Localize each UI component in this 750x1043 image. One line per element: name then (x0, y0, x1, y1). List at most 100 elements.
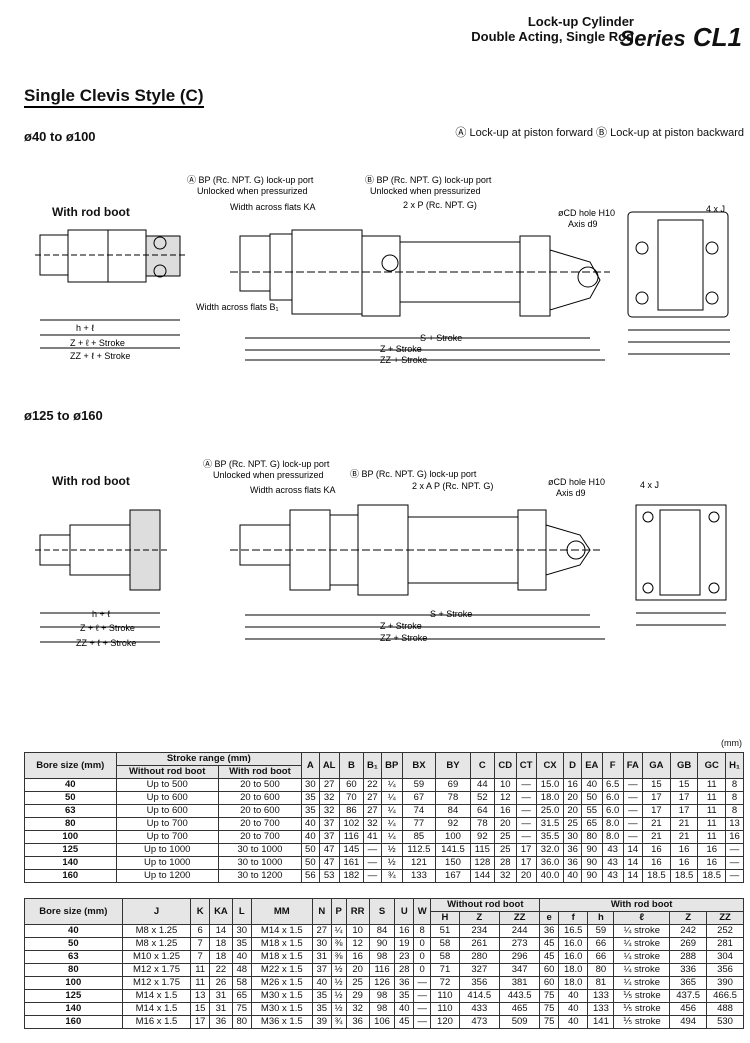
table-cell: 14 (208, 924, 233, 938)
table-cell: 20 (345, 963, 370, 977)
table-cell: 25 (563, 817, 582, 831)
table-cell: — (622, 778, 644, 792)
legend: Ⓐ Lock-up at piston forward Ⓑ Lock-up at… (455, 127, 744, 139)
table-cell: 98 (368, 1002, 396, 1016)
table-cell: — (515, 778, 537, 792)
header-line1: Lock-up Cylinder (527, 14, 634, 29)
table-cell: Up to 600 (115, 791, 219, 805)
table-cell: 12 (493, 791, 517, 805)
table-cell: 414.5 (458, 989, 500, 1003)
table-cell: 36 (394, 976, 415, 990)
table-cell: 40 (311, 976, 332, 990)
table-cell: 14 (622, 869, 644, 883)
table-cell: 78 (469, 817, 495, 831)
table-cell: 21 (669, 817, 699, 831)
table-cell: 40 (301, 830, 320, 844)
hl-label-2: h + ℓ (92, 609, 111, 619)
table-header: RR (345, 898, 370, 925)
table-cell: ⅜ (330, 950, 347, 964)
table-cell: 77 (401, 817, 437, 831)
table-cell: 244 (498, 924, 541, 938)
zl-stroke: Z + ℓ + Stroke (70, 338, 125, 348)
table-cell: — (725, 869, 744, 883)
axis-label-2: Axis d9 (556, 488, 586, 498)
table-cell: 64 (469, 804, 495, 818)
table-cell: M14 x 1.5 (250, 924, 313, 938)
table-header: P (330, 898, 347, 925)
table-header: f (557, 911, 589, 925)
table-cell: 140 (24, 1002, 123, 1016)
table-cell: 0 (413, 937, 432, 951)
table-cell: 30 to 1000 (217, 843, 303, 857)
table-cell: 20 (563, 804, 582, 818)
table-cell: 74 (401, 804, 437, 818)
table-cell: 28 (493, 856, 517, 870)
table-cell: 63 (24, 950, 123, 964)
table-cell: ½ (380, 843, 403, 857)
table-cell: 0 (413, 950, 432, 964)
table-cell: 106 (368, 1015, 396, 1029)
table-cell: 52 (469, 791, 495, 805)
bp-b-label-2: Ⓑ BP (Rc. NPT. G) lock-up port (350, 469, 477, 479)
table-cell: 27 (318, 778, 340, 792)
table-cell: 14 (622, 856, 644, 870)
section-rule (24, 106, 204, 108)
table-header: Bore size (mm) (24, 898, 123, 925)
series-code: CL1 (692, 22, 742, 52)
table-cell: — (363, 869, 382, 883)
table-cell: Up to 500 (115, 778, 219, 792)
table-cell: 27 (363, 791, 382, 805)
table-header: A (301, 752, 320, 779)
table-cell: ¼ stroke (613, 963, 671, 977)
table-header: With rod boot (539, 898, 744, 912)
table-cell: 60 (539, 976, 559, 990)
table-cell: 35 (394, 989, 415, 1003)
table-cell: 100 (24, 830, 117, 844)
j-label: 4 x J (706, 204, 725, 214)
table-header: BY (435, 752, 471, 779)
table-cell: 365 (669, 976, 708, 990)
table-header: ℓ (613, 911, 671, 925)
table-cell: 47 (318, 843, 340, 857)
table-header: ZZ (706, 911, 744, 925)
table-cell: ½ (380, 856, 403, 870)
wa-ka-2: Width across flats KA (250, 485, 336, 495)
range-40-100: ø40 to ø100 (24, 129, 96, 144)
table-cell: 0 (413, 963, 432, 977)
table-cell: 22 (363, 778, 382, 792)
table-cell: 36.0 (535, 856, 565, 870)
table-cell: 98 (368, 950, 396, 964)
table-cell: ½ (330, 976, 347, 990)
table-cell: 36 (345, 1015, 370, 1029)
table-cell: — (515, 817, 537, 831)
table-cell: 11 (697, 778, 727, 792)
table-cell: M22 x 1.5 (250, 963, 313, 977)
z-stroke-2: Z + Stroke (380, 621, 422, 631)
unlocked-b: Unlocked when pressurized (370, 186, 481, 196)
table-cell: 22 (208, 963, 233, 977)
table-cell: 66 (587, 937, 615, 951)
table-cell: 40 (24, 924, 123, 938)
table-cell: 30 to 1200 (217, 869, 303, 883)
table-cell: 16.0 (557, 937, 589, 951)
table-cell: 56 (301, 869, 320, 883)
table-cell: 40 (557, 989, 589, 1003)
table-cell: 433 (458, 1002, 500, 1016)
table-cell: 40 (557, 1015, 589, 1029)
table-cell: 18 (208, 937, 233, 951)
table-cell: M30 x 1.5 (250, 989, 313, 1003)
table-cell: 59 (587, 924, 615, 938)
table-cell: 25.0 (535, 804, 565, 818)
table-cell: M12 x 1.75 (121, 976, 192, 990)
table-cell: 6.0 (601, 791, 624, 805)
table-cell: 44 (469, 778, 495, 792)
table-header: GC (697, 752, 727, 779)
table-cell: 133 (587, 989, 615, 1003)
table-cell: 15 (190, 1002, 210, 1016)
table-cell: Up to 1000 (115, 856, 219, 870)
s-stroke: S + Stroke (420, 333, 462, 343)
table-cell: ¼ (330, 924, 347, 938)
